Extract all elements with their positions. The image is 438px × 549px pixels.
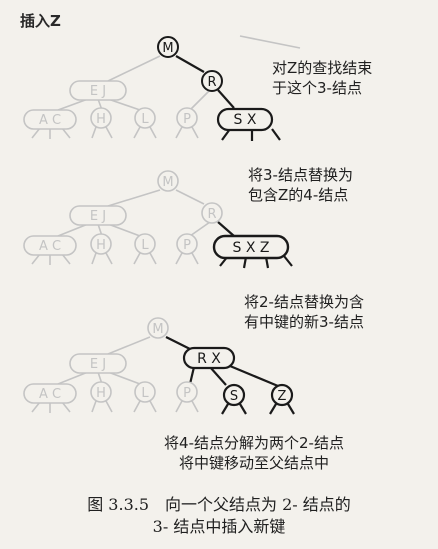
note-line: 包含Z的4-结点 xyxy=(248,186,349,204)
node-label: H xyxy=(96,386,106,401)
node-label: A C xyxy=(39,239,61,254)
stage-2-h-node: H xyxy=(90,233,112,255)
stage-3-h-node: H xyxy=(90,381,112,403)
note-line: 将3-结点替换为 xyxy=(248,166,353,184)
node-label: P xyxy=(183,238,191,253)
node-label: E J xyxy=(90,209,106,224)
node-label: R xyxy=(207,207,216,222)
stage-2-r-node: R xyxy=(201,202,223,224)
stage-2-ac-node: A C xyxy=(23,235,77,256)
note-line: 将中键移动至父结点中 xyxy=(178,454,329,472)
stage-1-r-node: R xyxy=(201,70,223,92)
stage-2-p-node: P xyxy=(176,233,198,255)
stage-2-tree: M E J R A C H L xyxy=(23,170,293,269)
node-label: M xyxy=(152,322,163,337)
node-label: L xyxy=(141,238,149,253)
node-label: E J xyxy=(90,84,106,99)
stage-1-l-node: L xyxy=(134,107,156,129)
stage-1-h-node: H xyxy=(90,107,112,129)
caption-line: 3- 结点中插入新键 xyxy=(152,517,286,536)
stage-3-rx-node: R X xyxy=(182,346,236,370)
note-line: 将2-结点替换为含 xyxy=(244,293,364,311)
node-label: H xyxy=(96,112,106,127)
note-line: 对Z的查找结束 xyxy=(272,59,373,77)
stage-2-note: 将3-结点替换为 包含Z的4-结点 xyxy=(248,165,353,205)
figure-title: 插入Z xyxy=(20,12,61,30)
stage-1-sx-node: S X xyxy=(216,107,274,132)
stage-1-ej-node: E J xyxy=(69,80,127,101)
stage-1-tree: M E J R A C H L xyxy=(23,35,301,141)
stage-3-ej-node: E J xyxy=(69,353,127,374)
node-label: L xyxy=(141,386,149,401)
stage-2-ej-node: E J xyxy=(69,205,127,226)
stage-1-ac-node: A C xyxy=(23,109,77,130)
node-label: H xyxy=(96,238,106,253)
note-line: 有中键的新3-结点 xyxy=(244,313,364,331)
caption-line: 图 3.3.5 向一个父结点为 2- 结点的 xyxy=(87,495,351,514)
stage-2-root-node: M xyxy=(157,170,179,192)
node-label: M xyxy=(162,175,173,190)
stage-3-p-node: P xyxy=(176,381,198,403)
stage-1-p-node: P xyxy=(176,107,198,129)
node-label: A C xyxy=(39,387,61,402)
stage-2-sxz-node: S X Z xyxy=(212,234,290,260)
stage-1-note: 对Z的查找结束 于这个3-结点 xyxy=(272,58,372,98)
stage-3-l-node: L xyxy=(134,381,156,403)
stage-3-z-node: Z xyxy=(270,383,294,407)
node-label: R xyxy=(207,75,216,90)
stage-3-ac-node: A C xyxy=(23,383,77,404)
node-label: P xyxy=(183,112,191,127)
stage-3-root-node: M xyxy=(147,317,169,339)
stage-1-root-node: M xyxy=(157,36,179,58)
stage-3-bottom-note: 将4-结点分解为两个2-结点 将中键移动至父结点中 xyxy=(124,433,384,473)
node-label: R X xyxy=(197,351,221,367)
figure-caption: 图 3.3.5 向一个父结点为 2- 结点的 3- 结点中插入新键 xyxy=(0,494,438,538)
node-label: L xyxy=(141,112,149,127)
node-label: S xyxy=(230,389,238,404)
note-line: 将4-结点分解为两个2-结点 xyxy=(164,434,344,452)
node-label: Z xyxy=(278,389,287,404)
node-label: S X Z xyxy=(233,240,270,256)
stage-3-tree: M E J R X A C H L xyxy=(23,317,295,415)
node-label: P xyxy=(183,386,191,401)
stage-3-s-node: S xyxy=(222,383,246,407)
stage-2-l-node: L xyxy=(134,233,156,255)
stage-3-note: 将2-结点替换为含 有中键的新3-结点 xyxy=(244,292,364,332)
node-label: M xyxy=(162,41,173,56)
node-label: S X xyxy=(234,112,257,128)
node-label: E J xyxy=(90,357,106,372)
node-label: A C xyxy=(39,113,61,128)
note-line: 于这个3-结点 xyxy=(272,79,362,97)
